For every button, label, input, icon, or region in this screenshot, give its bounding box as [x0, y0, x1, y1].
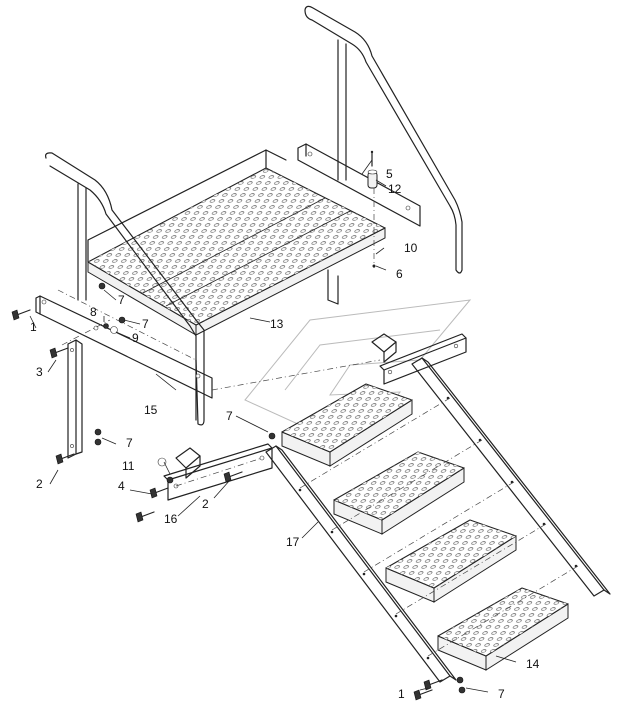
washer-9 — [110, 326, 118, 334]
stair-tread-3 — [385, 519, 517, 603]
callout-2-right: 2 — [202, 497, 209, 511]
stair-tread-14 — [437, 587, 569, 671]
callout-17: 17 — [286, 535, 300, 549]
stair-tread-1 — [281, 383, 413, 467]
callout-9: 9 — [132, 331, 139, 345]
bolt-stair-left — [135, 511, 155, 523]
stair-stringer-left-17 — [265, 445, 457, 683]
callout-7-washer: 7 — [142, 317, 149, 331]
alignment-lines — [57, 289, 579, 657]
callout-3: 3 — [36, 365, 43, 379]
callout-14: 14 — [526, 657, 540, 671]
bolt-3 — [49, 347, 69, 359]
front-beam-15 — [35, 295, 213, 399]
callout-13: 13 — [270, 317, 284, 331]
callout-7-stair: 7 — [226, 409, 233, 423]
callout-7-bracket: 7 — [126, 436, 133, 450]
callout-1-upper: 1 — [30, 320, 37, 334]
callout-5: 5 — [386, 167, 393, 181]
callout-11: 11 — [122, 459, 135, 473]
washer-11 — [157, 457, 174, 484]
callout-2-left: 2 — [36, 477, 43, 491]
callout-labels: 1 2 2 3 4 5 6 7 7 7 7 7 8 9 10 11 12 13 … — [30, 167, 540, 701]
stair-bracket-upper — [371, 333, 467, 385]
platform-grating — [87, 149, 386, 336]
platform-handrail-left — [45, 152, 205, 426]
bolt-4 — [149, 487, 169, 499]
platform-handrail-right — [304, 5, 463, 305]
leader-lines — [29, 159, 517, 693]
washer-8 — [103, 323, 109, 329]
bolt-1-upper — [11, 309, 31, 321]
callout-4: 4 — [118, 479, 125, 493]
stair-tread-2 — [333, 451, 465, 535]
callout-7-platform: 7 — [118, 293, 125, 307]
bolt-1-lower — [413, 679, 443, 701]
callout-7-bottom: 7 — [498, 687, 505, 701]
callout-15: 15 — [144, 403, 158, 417]
bolt-2-left — [55, 453, 75, 465]
callout-1-lower: 1 — [398, 687, 405, 701]
callout-8: 8 — [90, 305, 97, 319]
callout-12: 12 — [388, 182, 402, 196]
bolt-2-right — [223, 471, 243, 483]
pin-5 — [370, 150, 374, 167]
callout-10: 10 — [404, 241, 418, 255]
callout-6: 6 — [396, 267, 403, 281]
nuts-7 — [94, 282, 466, 694]
callout-16: 16 — [164, 512, 178, 526]
bushing-12 — [367, 169, 378, 189]
support-bracket-10 — [297, 143, 421, 227]
vertical-bracket-3 — [67, 339, 83, 459]
